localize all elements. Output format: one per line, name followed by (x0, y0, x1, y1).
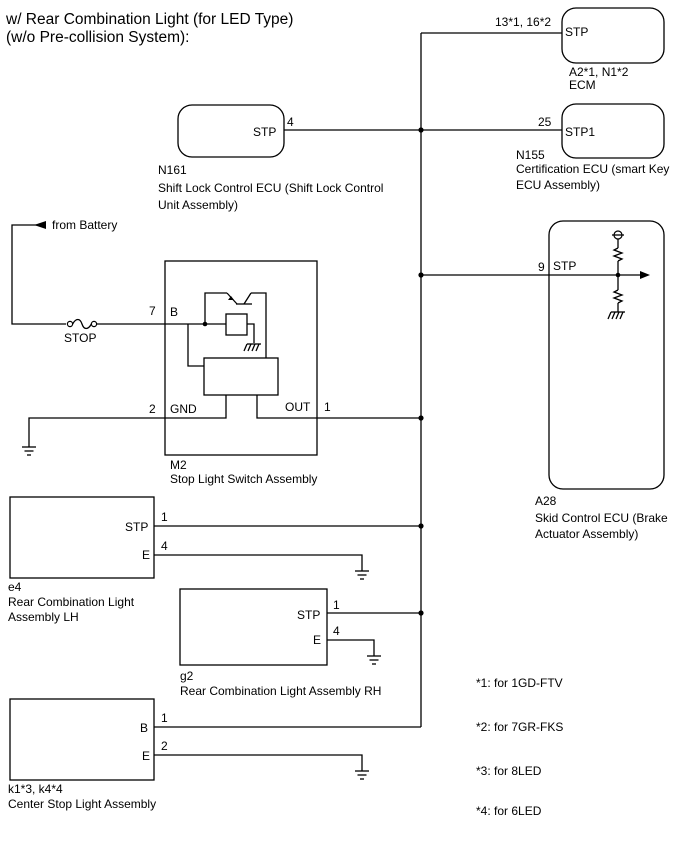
center-terminal-b: B (140, 721, 148, 735)
rh-name: Rear Combination Light Assembly RH (180, 684, 381, 698)
footnote-3: *3: for 8LED (476, 764, 542, 778)
lh-pin-e: 4 (161, 539, 168, 553)
ecm-pin: 13*1, 16*2 (495, 15, 551, 29)
skid-control-ecu-box (548, 220, 665, 490)
stp-bus (418, 32, 562, 727)
stop-light-switch: 7 B 2 GND OUT 1 M2 Stop Light Switch Ass… (149, 260, 421, 486)
rh-pin-e: 4 (333, 624, 340, 638)
lh-code: e4 (8, 580, 22, 594)
rear-light-rh-box (179, 588, 328, 666)
fuse-label: STOP (64, 331, 96, 345)
shift-lock-ecu-box (177, 104, 285, 158)
shift-lock-ecu: STP 4 N161 Shift Lock Control ECU (Shift… (158, 104, 421, 212)
center-pin-b: 1 (161, 711, 168, 725)
diagram-title-line2: (w/o Pre-collision System): (6, 29, 189, 46)
ecm-terminal: STP (565, 25, 588, 39)
center-stop-light-box (9, 698, 155, 781)
diagram-title-line1: w/ Rear Combination Light (for LED Type) (5, 11, 293, 28)
center-terminal-e: E (142, 749, 150, 763)
footnote-2: *2: for 7GR-FKS (476, 720, 563, 734)
switch-pin-b: 7 (149, 304, 156, 318)
switch-terminal-out: OUT (285, 400, 311, 414)
shift-lock-name-line2: Unit Assembly) (158, 198, 238, 212)
battery-label: from Battery (52, 218, 117, 232)
lh-pin-stp: 1 (161, 510, 168, 524)
rh-terminal-stp: STP (297, 608, 320, 622)
shift-lock-name-line1: Shift Lock Control ECU (Shift Lock Contr… (158, 181, 383, 195)
certification-code: N155 (516, 148, 545, 162)
fuse-icon (66, 318, 98, 330)
shift-lock-code: N161 (158, 163, 187, 177)
center-name: Center Stop Light Assembly (8, 797, 156, 811)
ecm-name: ECM (569, 78, 596, 92)
skid-internal-circuit-icon (549, 230, 650, 320)
footnotes: *1: for 1GD-FTV *2: for 7GR-FKS *3: for … (476, 676, 563, 818)
center-stop-light: B 1 E 2 k1*3, k4*4 Center Stop Light Ass… (8, 698, 421, 811)
skid-terminal: STP (553, 259, 576, 273)
skid-control-ecu: 9 STP A28 Skid Control ECU (Brake Actuat… (421, 220, 668, 541)
rh-terminal-e: E (313, 633, 321, 647)
switch-pin-out: 1 (324, 400, 331, 414)
ecm-code: A2*1, N1*2 (569, 65, 629, 79)
battery-feed: from Battery STOP (11, 218, 165, 345)
skid-name-line1: Skid Control ECU (Brake (535, 511, 668, 525)
switch-name: Stop Light Switch Assembly (170, 472, 317, 486)
rear-light-rh: STP 1 E 4 g2 Rear Combination Light Asse… (179, 588, 421, 698)
rh-pin-stp: 1 (333, 598, 340, 612)
certification-name-line1: Certification ECU (smart Key (516, 162, 669, 176)
ecm-box (561, 7, 665, 64)
rear-light-lh-box (9, 496, 155, 579)
certification-ecu-box (561, 103, 665, 159)
certification-terminal: STP1 (565, 125, 595, 139)
switch-terminal-gnd: GND (170, 402, 197, 416)
ground-icon (22, 417, 165, 456)
switch-internal-circuit-icon (165, 292, 317, 419)
skid-pin: 9 (538, 260, 545, 274)
certification-name-line2: ECU Assembly) (516, 178, 600, 192)
footnote-1: *1: for 1GD-FTV (476, 676, 563, 690)
center-code: k1*3, k4*4 (8, 782, 63, 796)
center-pin-e: 2 (161, 739, 168, 753)
arrow-left-icon (34, 221, 46, 229)
lh-terminal-stp: STP (125, 520, 148, 534)
lh-name-line1: Rear Combination Light (8, 595, 135, 609)
shift-lock-terminal: STP (253, 125, 276, 139)
lh-name-line2: Assembly LH (8, 610, 79, 624)
footnote-4: *4: for 6LED (476, 804, 542, 818)
skid-code: A28 (535, 494, 557, 508)
switch-code: M2 (170, 458, 187, 472)
shift-lock-pin: 4 (287, 115, 294, 129)
switch-pin-gnd: 2 (149, 402, 156, 416)
certification-ecu: 25 STP1 N155 Certification ECU (smart Ke… (421, 103, 669, 192)
rear-light-lh: STP 1 E 4 e4 Rear Combination Light Asse… (8, 496, 421, 624)
switch-terminal-b: B (170, 305, 178, 319)
rh-code: g2 (180, 669, 194, 683)
skid-name-line2: Actuator Assembly) (535, 527, 638, 541)
certification-pin: 25 (538, 115, 552, 129)
ecm-connector: 13*1, 16*2 STP A2*1, N1*2 ECM (495, 7, 665, 92)
lh-terminal-e: E (142, 548, 150, 562)
